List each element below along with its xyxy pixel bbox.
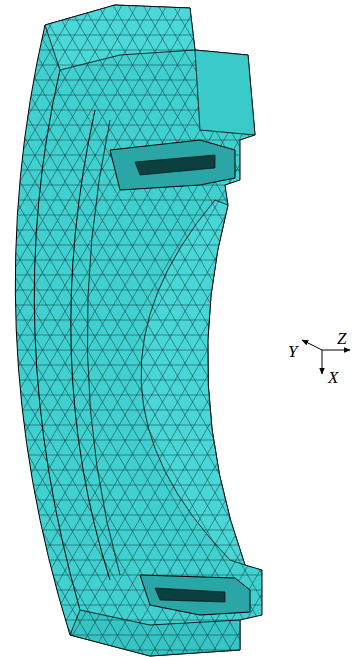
axis-label: X — [328, 369, 338, 386]
axis-label: Y — [288, 343, 297, 360]
lower-groove-dark — [155, 588, 225, 602]
bore-face — [141, 200, 245, 565]
bearing-body — [15, 5, 262, 656]
z-axis-line — [322, 350, 350, 351]
upper-groove — [110, 140, 235, 190]
rim-groove-edge — [87, 120, 120, 575]
upper-step — [195, 50, 255, 135]
axis-label: Z — [337, 330, 346, 347]
x-axis-line — [322, 350, 323, 374]
lower-groove — [140, 575, 250, 615]
upper-groove-dark — [135, 155, 215, 175]
outer-rim-edge — [34, 70, 80, 610]
y-axis-line — [302, 340, 322, 350]
